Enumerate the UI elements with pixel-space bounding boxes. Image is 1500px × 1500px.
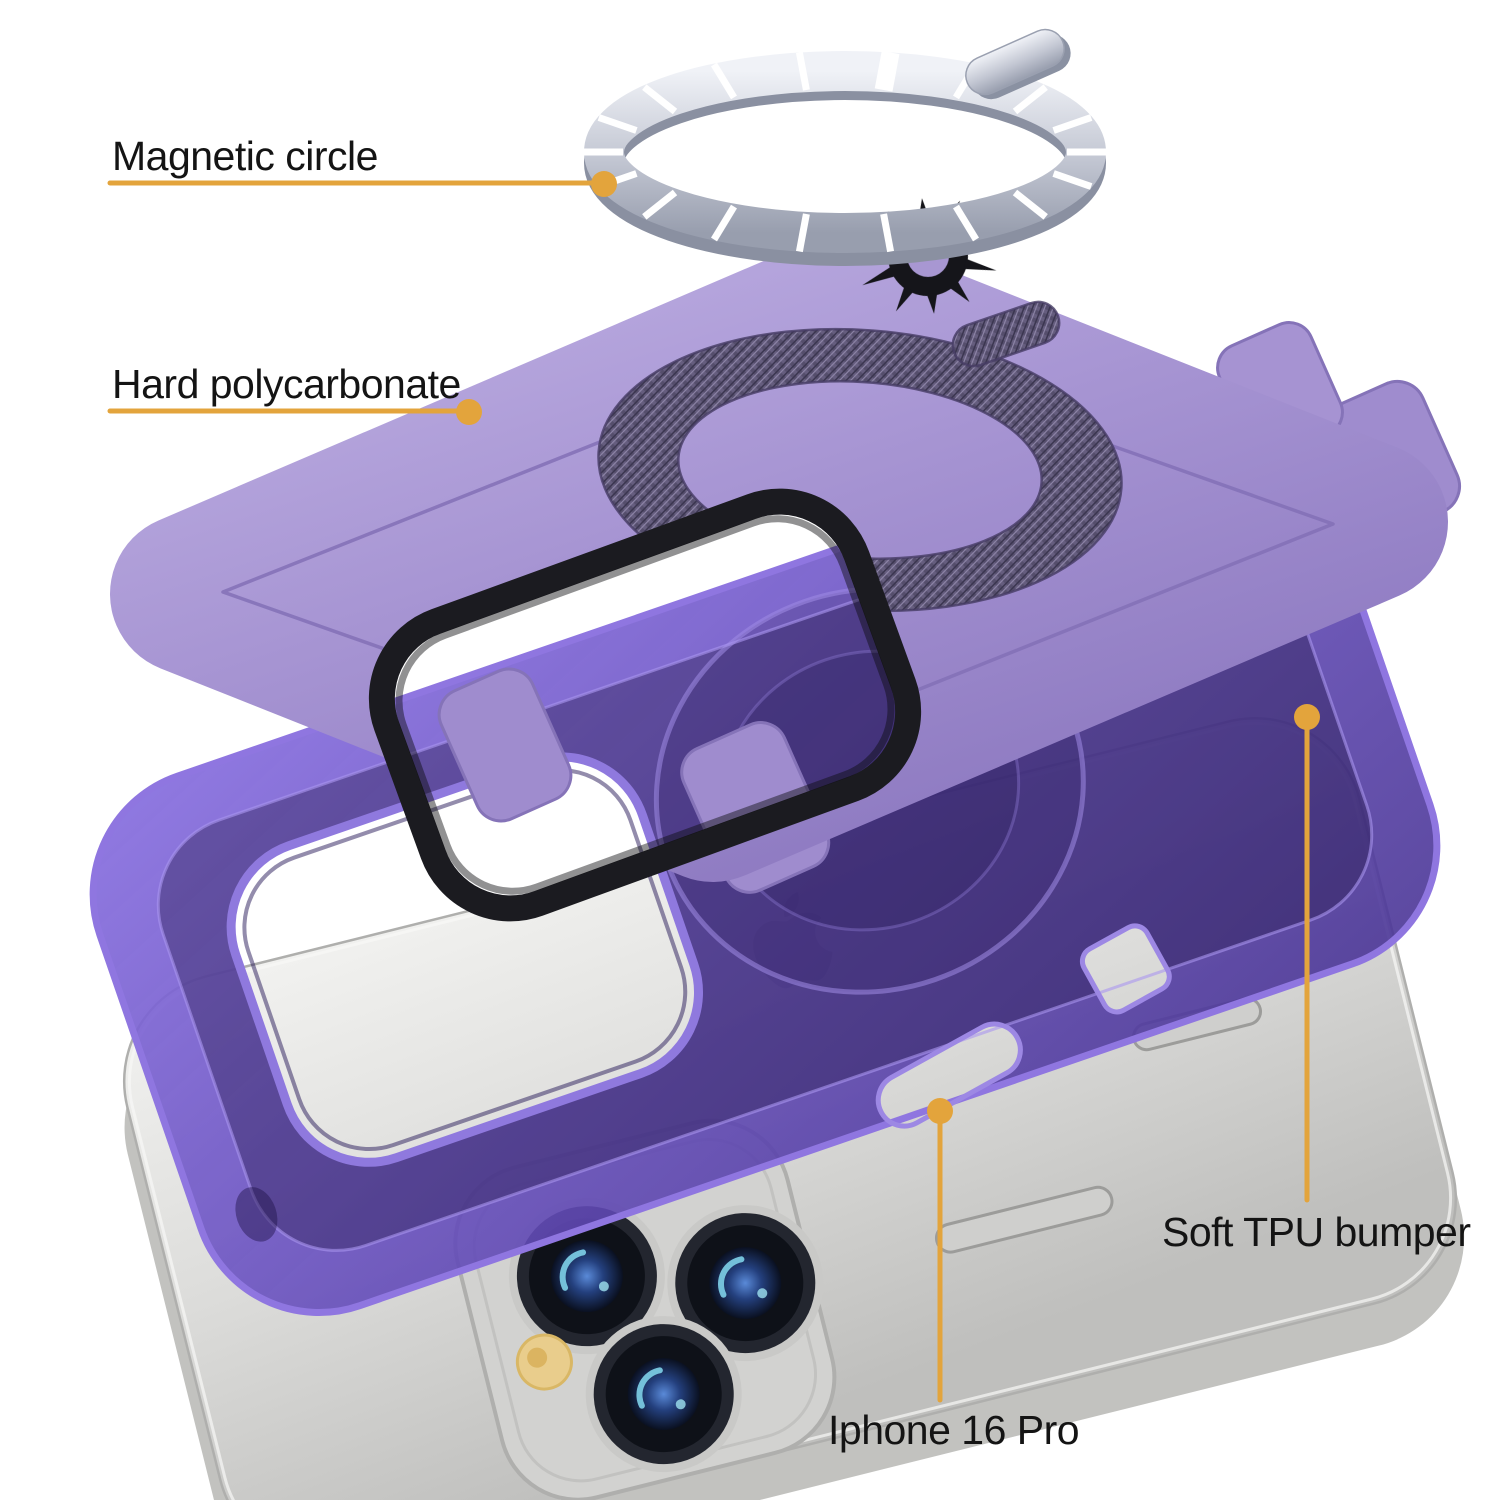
callout-dot-hard-polycarbonate	[456, 399, 482, 425]
callout-dots	[456, 171, 1320, 1124]
case-camera-cutout-rim-inner	[395, 515, 895, 895]
callout-dot-magnetic-circle	[591, 171, 617, 197]
label-hard-polycarbonate: Hard polycarbonate	[112, 361, 461, 407]
magsafe-ring-texture	[598, 329, 1122, 611]
magsafe-alignment-slot	[951, 300, 1061, 368]
callout-dot-soft-tpu	[1294, 704, 1320, 730]
label-magnetic-circle: Magnetic circle	[112, 133, 378, 179]
hard-case-plate-masked	[110, 198, 1448, 882]
tpu-lanyard-hole	[235, 1187, 278, 1242]
pill-magnet-face	[965, 28, 1065, 96]
callout-dot-iphone	[927, 1098, 953, 1124]
case-molded-outline	[221, 346, 1335, 770]
tpu-button-cutout	[875, 1021, 1023, 1129]
label-iphone-16-pro: Iphone 16 Pro	[828, 1407, 1080, 1453]
camera-flash-core	[527, 1347, 548, 1368]
tpu-port-notch	[1079, 923, 1172, 1015]
hard-case-shell	[110, 198, 1461, 922]
case-camera-cutout-rim	[368, 488, 922, 922]
label-soft-tpu-bumper: Soft TPU bumper	[1162, 1209, 1471, 1255]
volume-button-groove	[934, 1185, 1114, 1254]
magsafe-texture-ring	[597, 327, 1123, 613]
pill-magnet	[965, 28, 1071, 100]
callout-lines	[107, 180, 1310, 1403]
magnetic-ring	[583, 28, 1107, 266]
